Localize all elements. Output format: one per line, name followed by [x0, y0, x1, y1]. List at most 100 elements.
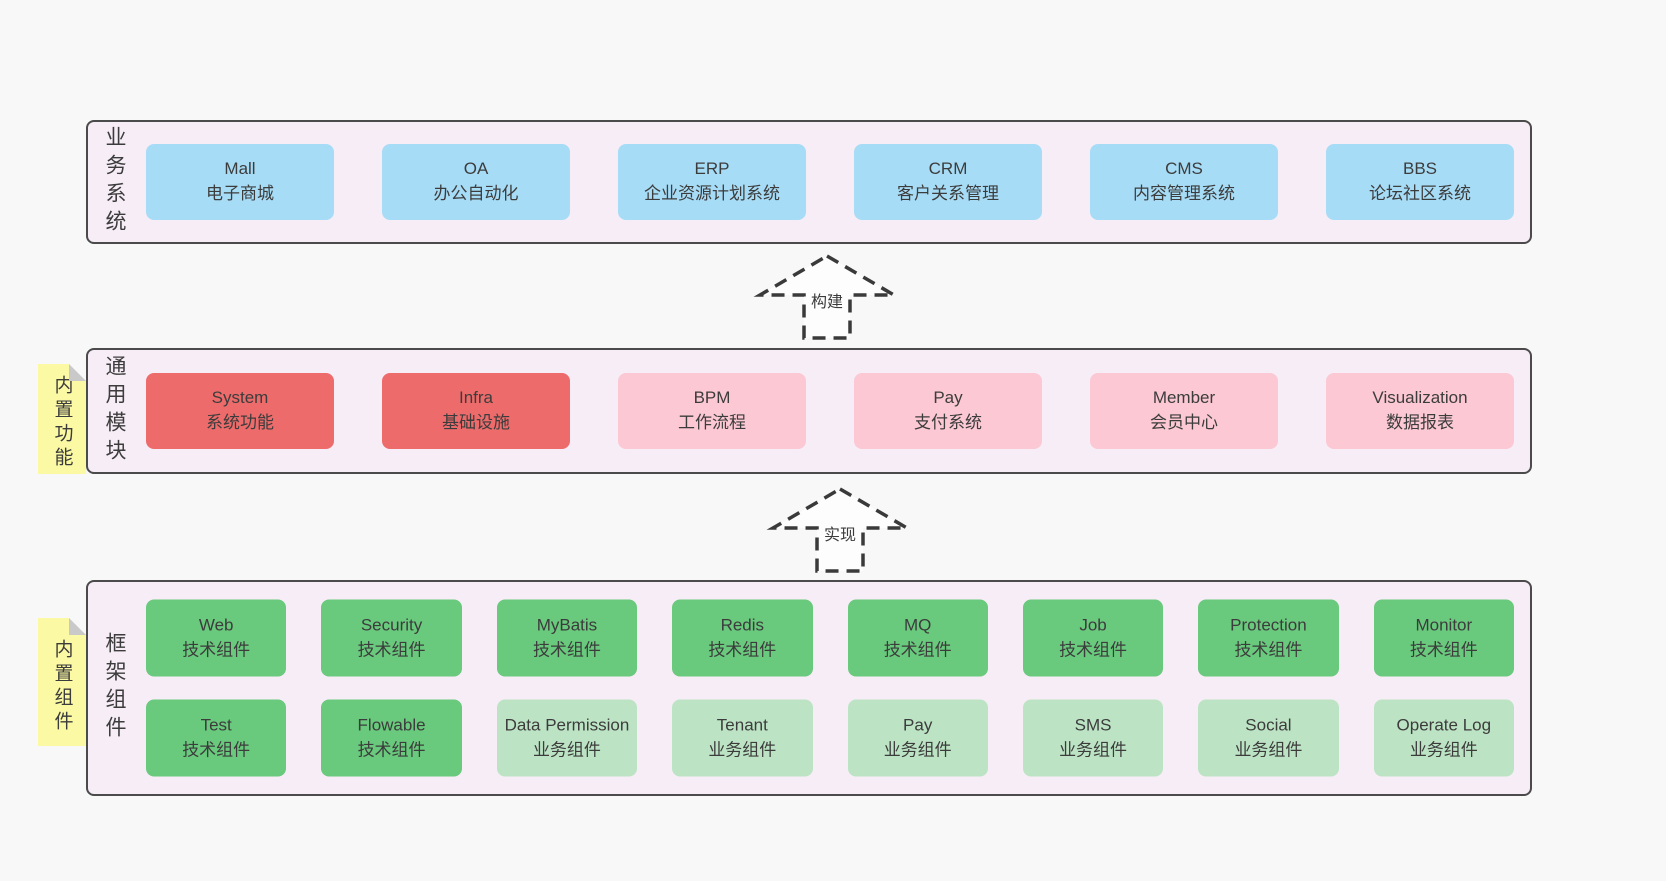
box-subtitle: 内容管理系统 [1133, 184, 1235, 203]
box-test: Test 技术组件 [146, 699, 287, 777]
box-member: Member 会员中心 [1090, 373, 1278, 449]
box-mq: MQ 技术组件 [847, 599, 988, 677]
box-title: CRM [928, 159, 968, 179]
box-pay: Pay 业务组件 [847, 699, 988, 777]
box-sms: SMS 业务组件 [1022, 699, 1164, 777]
box-title: Social [1245, 715, 1292, 735]
arrow-label: 构建 [808, 287, 846, 313]
box-mybatis: MyBatis 技术组件 [496, 599, 638, 677]
box-job: Job 技术组件 [1022, 599, 1164, 677]
box-title: System [211, 388, 269, 408]
box-tenant: Tenant 业务组件 [672, 699, 813, 777]
box-pay: Pay 支付系统 [854, 373, 1042, 449]
box-visualization: Visualization 数据报表 [1326, 373, 1514, 449]
box-title: Web [198, 615, 234, 635]
box-crm: CRM 客户关系管理 [854, 144, 1042, 220]
box-monitor: Monitor 技术组件 [1373, 599, 1514, 677]
box-title: Operate Log [1396, 715, 1492, 735]
box-title: Tenant [716, 715, 768, 735]
box-subtitle: 技术组件 [532, 640, 601, 659]
box-security: Security 技术组件 [321, 599, 462, 677]
box-subtitle: 技术组件 [1234, 640, 1303, 659]
box-title: Security [360, 615, 423, 635]
box-subtitle: 数据报表 [1386, 413, 1454, 432]
box-subtitle: 技术组件 [883, 640, 952, 659]
box-title: Redis [720, 615, 765, 635]
box-social: Social 业务组件 [1198, 699, 1339, 777]
box-subtitle: 技术组件 [357, 740, 426, 759]
box-subtitle: 办公自动化 [433, 184, 519, 203]
box-infra: Infra 基础设施 [382, 373, 570, 449]
box-subtitle: 技术组件 [1059, 640, 1128, 659]
arrow-build: 构建 [753, 253, 901, 341]
box-subtitle: 技术组件 [708, 640, 777, 659]
box-subtitle: 企业资源计划系统 [644, 184, 780, 203]
layer-label: 通用模块 [103, 355, 126, 467]
layer-label: 框架组件 [103, 632, 126, 744]
box-title: Mall [224, 159, 256, 179]
components-box-grid: Web 技术组件 Security 技术组件 MyBatis 技术组件 Redi… [146, 599, 1514, 777]
box-flowable: Flowable 技术组件 [321, 699, 462, 777]
box-web: Web 技术组件 [146, 599, 287, 677]
layer-label: 业务系统 [103, 126, 126, 238]
box-subtitle: 业务组件 [883, 740, 952, 759]
box-erp: ERP 企业资源计划系统 [618, 144, 806, 220]
box-data-permission: Data Permission 业务组件 [496, 699, 638, 777]
box-subtitle: 技术组件 [1409, 640, 1478, 659]
box-subtitle: 会员中心 [1150, 413, 1218, 432]
box-subtitle: 基础设施 [442, 413, 510, 432]
box-redis: Redis 技术组件 [672, 599, 813, 677]
box-subtitle: 系统功能 [206, 413, 274, 432]
box-title: MyBatis [536, 615, 598, 635]
box-protection: Protection 技术组件 [1198, 599, 1339, 677]
box-title: MQ [903, 615, 932, 635]
business-box-grid: Mall 电子商城 OA 办公自动化 ERP 企业资源计划系统 CRM 客户关系… [146, 144, 1514, 220]
box-title: OA [463, 159, 489, 179]
box-subtitle: 业务组件 [1409, 740, 1478, 759]
box-bpm: BPM 工作流程 [618, 373, 806, 449]
box-subtitle: 工作流程 [678, 413, 746, 432]
box-title: Test [200, 715, 232, 735]
box-title: Data Permission [504, 715, 630, 735]
box-subtitle: 技术组件 [182, 640, 251, 659]
box-title: BBS [1402, 159, 1438, 179]
box-title: BPM [693, 388, 731, 408]
box-subtitle: 支付系统 [914, 413, 982, 432]
box-title: Member [1152, 388, 1216, 408]
layer-business-systems: 业务系统 Mall 电子商城 OA 办公自动化 ERP 企业资源计划系统 [86, 120, 1532, 244]
box-cms: CMS 内容管理系统 [1090, 144, 1278, 220]
box-subtitle: 论坛社区系统 [1369, 184, 1471, 203]
box-title: Pay [933, 388, 963, 408]
box-subtitle: 技术组件 [182, 740, 251, 759]
box-title: Monitor [1415, 615, 1473, 635]
note-label: 内置组件 [51, 639, 73, 736]
note-label: 内置功能 [51, 375, 73, 472]
box-title: Visualization [1372, 388, 1468, 408]
box-subtitle: 技术组件 [357, 640, 426, 659]
box-title: CMS [1165, 159, 1203, 179]
box-mall: Mall 电子商城 [146, 144, 334, 220]
box-subtitle: 业务组件 [1234, 740, 1303, 759]
box-title: Flowable [357, 715, 426, 735]
box-title: Pay [903, 715, 933, 735]
box-subtitle: 电子商城 [206, 184, 274, 203]
box-title: Infra [458, 388, 494, 408]
box-oa: OA 办公自动化 [382, 144, 570, 220]
arrow-implement: 实现 [766, 486, 914, 574]
box-subtitle: 客户关系管理 [897, 184, 999, 203]
box-title: Job [1079, 615, 1107, 635]
layer-framework-components: 内置组件 框架组件 Web 技术组件 Security 技术组件 MyBatis… [38, 580, 1532, 796]
box-title: SMS [1074, 715, 1112, 735]
box-title: ERP [694, 159, 730, 179]
box-bbs: BBS 论坛社区系统 [1326, 144, 1514, 220]
box-system: System 系统功能 [146, 373, 334, 449]
modules-box-grid: System 系统功能 Infra 基础设施 BPM 工作流程 Pay 支付系统 [146, 373, 1514, 449]
box-subtitle: 业务组件 [532, 740, 601, 759]
box-operate-log: Operate Log 业务组件 [1373, 699, 1514, 777]
box-title: Protection [1230, 615, 1307, 635]
sticky-note-builtin-features: 内置功能 [38, 364, 86, 474]
layer-common-modules: 内置功能 通用模块 System 系统功能 Infra 基础设施 BPM 工作流… [38, 348, 1532, 474]
sticky-note-builtin-components: 内置组件 [38, 618, 86, 746]
box-subtitle: 业务组件 [1059, 740, 1128, 759]
